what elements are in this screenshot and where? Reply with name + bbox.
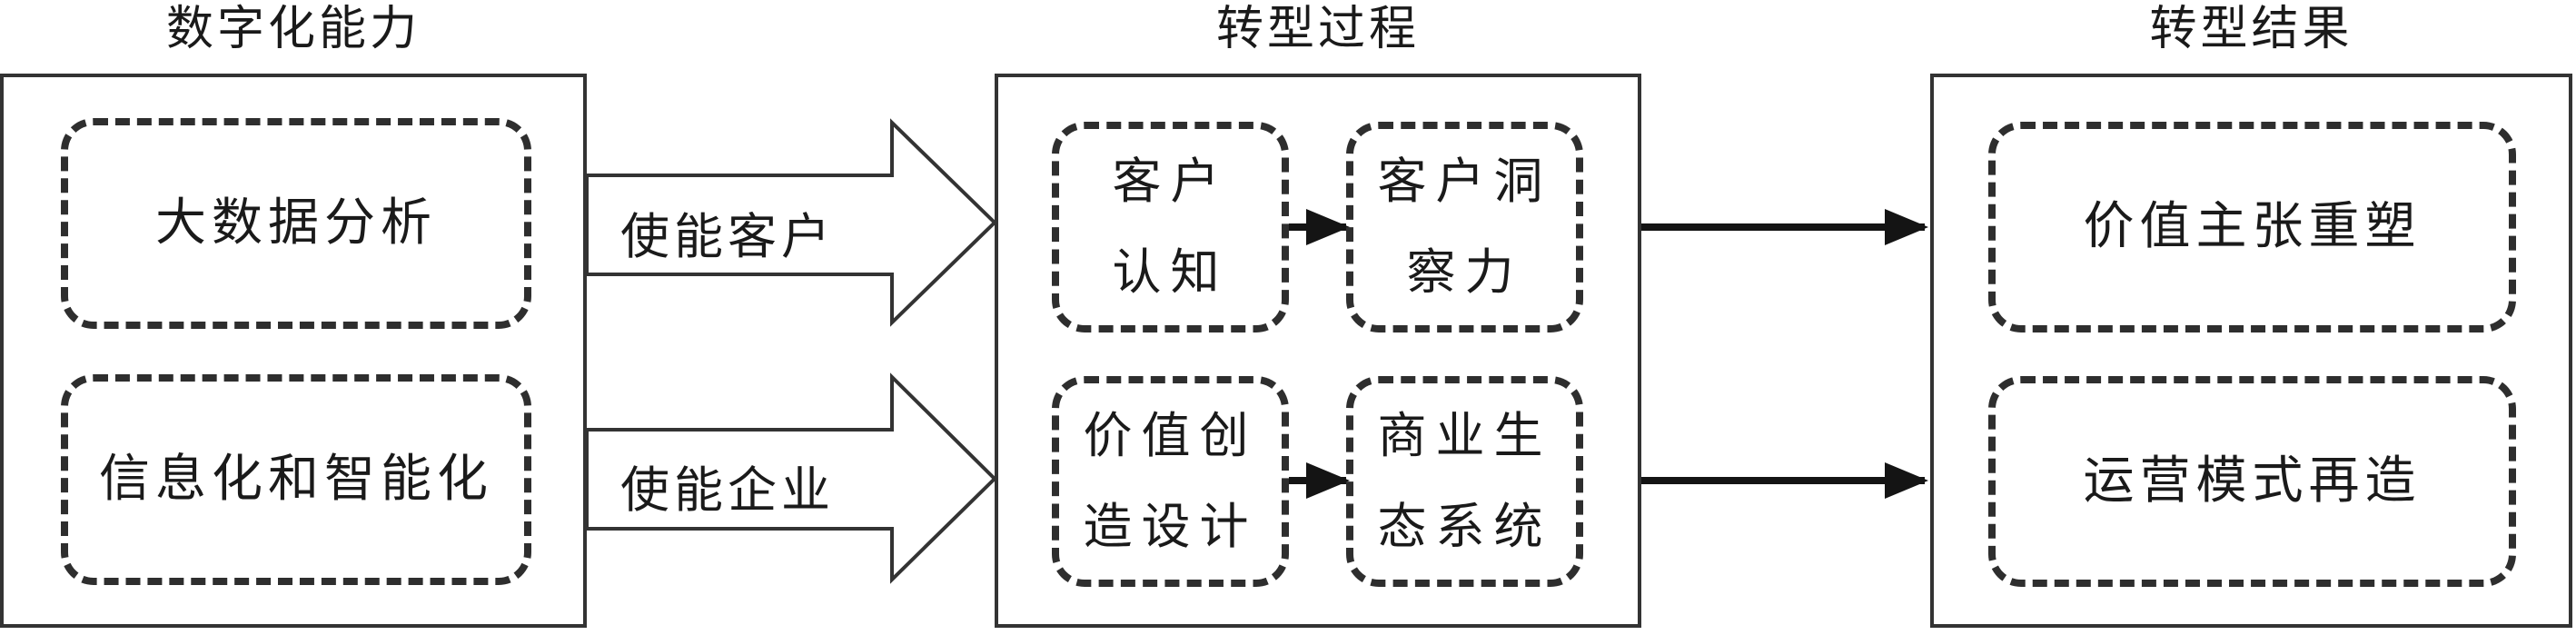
enable-enterprise-arrow bbox=[585, 372, 997, 584]
result-title: 转型结果 bbox=[2149, 2, 2353, 56]
business-ecosystem-line1: 商业生 bbox=[1377, 407, 1552, 465]
capability-panel bbox=[0, 74, 587, 628]
process-title: 转型过程 bbox=[1215, 2, 1420, 56]
customer-insight-node: 客户洞 察力 bbox=[1346, 122, 1583, 332]
process-panel bbox=[995, 74, 1641, 628]
operation-model-node: 运营模式再造 bbox=[1988, 376, 2516, 587]
big-data-analysis-node: 大数据分析 bbox=[61, 118, 531, 329]
capability-title: 数字化能力 bbox=[165, 2, 421, 56]
value-creation-line2: 造设计 bbox=[1083, 498, 1258, 555]
enable-customer-arrow bbox=[585, 118, 997, 327]
value-proposition-label: 价值主张重塑 bbox=[2083, 197, 2422, 257]
informatization-intelligence-label: 信息化和智能化 bbox=[99, 450, 493, 510]
business-ecosystem-line2: 态系统 bbox=[1377, 498, 1552, 555]
operation-model-label: 运营模式再造 bbox=[2083, 451, 2422, 511]
customer-cognition-line1: 客户 bbox=[1112, 153, 1229, 211]
result-panel bbox=[1930, 74, 2572, 628]
business-ecosystem-node: 商业生 态系统 bbox=[1346, 376, 1583, 587]
value-creation-node: 价值创 造设计 bbox=[1052, 376, 1289, 587]
informatization-intelligence-node: 信息化和智能化 bbox=[61, 374, 531, 585]
customer-insight-line1: 客户洞 bbox=[1377, 153, 1552, 211]
customer-cognition-node: 客户 认知 bbox=[1052, 122, 1289, 332]
customer-insight-line2: 察力 bbox=[1406, 243, 1523, 301]
enable-enterprise-label: 使能企业 bbox=[620, 461, 835, 519]
value-creation-line1: 价值创 bbox=[1083, 407, 1258, 465]
enable-customer-label: 使能客户 bbox=[620, 208, 835, 265]
value-proposition-node: 价值主张重塑 bbox=[1988, 122, 2516, 332]
customer-cognition-line2: 认知 bbox=[1112, 243, 1229, 301]
big-data-analysis-label: 大数据分析 bbox=[155, 193, 437, 253]
